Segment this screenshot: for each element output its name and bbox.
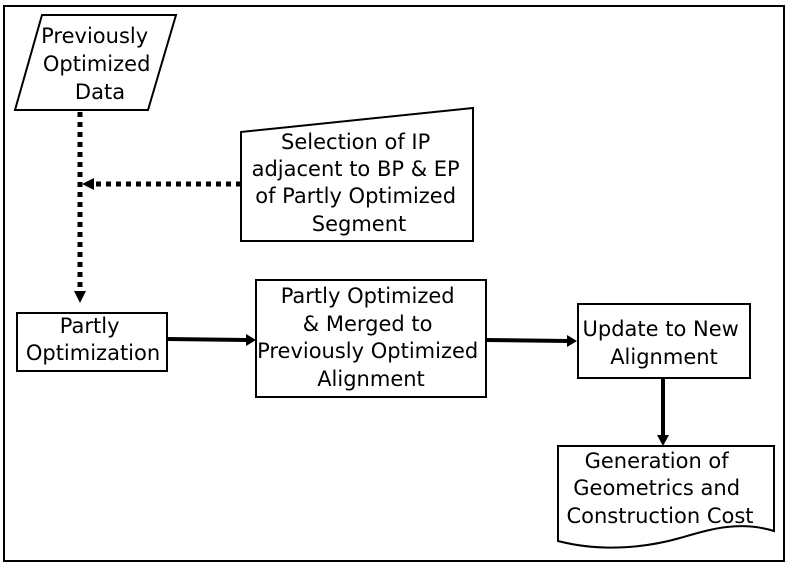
node-generation-of-geometrics: Generation of Geometrics and Constructio… (557, 445, 775, 549)
parallelogram-shape (13, 14, 178, 111)
node-label-line: Optimized (43, 52, 151, 76)
node-previously-optimized-data: Previously Optimized Data (13, 14, 178, 111)
node-label-line: Partly Optimized (281, 284, 455, 308)
manual-input-shape (240, 106, 474, 242)
document-shape (557, 445, 775, 549)
node-label-line: of Partly Optimized (255, 184, 456, 208)
edge-merged-to-update-arrowhead (567, 335, 577, 347)
node-label-line: Data (75, 80, 125, 104)
node-label-line: Alignment (317, 367, 425, 391)
node-selection-of-ip: Selection of IP adjacent to BP & EP of P… (240, 106, 474, 242)
node-label-line: Update to New (583, 317, 739, 341)
process-shape (16, 312, 168, 372)
edge-partly-to-merged (166, 337, 248, 342)
node-label-line: Alignment (610, 345, 718, 369)
edge-merged-to-update (485, 338, 569, 343)
node-label-line: Previously Optimized (257, 339, 478, 363)
node-partly-optimized-merged: Partly Optimized & Merged to Previously … (255, 279, 487, 398)
svg-text:Generation of Geometrics: Generation of Geometrics and Constructio… (566, 449, 753, 528)
node-label-line: Construction Cost (566, 504, 753, 528)
svg-text:Partly Optimization: Partly Optimization (26, 314, 160, 365)
edge-partly-to-merged-arrowhead (246, 334, 256, 346)
process-shape (255, 279, 487, 398)
node-label-line: Selection of IP (281, 130, 430, 154)
process-shape (577, 303, 751, 379)
node-label-line: Generation of (585, 449, 730, 473)
svg-text:Partly Optimized & Merge: Partly Optimized & Merged to Previously … (257, 284, 485, 391)
node-update-to-new-alignment: Update to New Alignment (577, 303, 751, 379)
node-label-line: & Merged to (303, 312, 433, 336)
svg-text:Previously Optimized: Previously Optimized Data (41, 24, 157, 104)
edge-update-to-generation-arrowhead (657, 435, 669, 446)
node-label-line: Segment (312, 212, 407, 236)
node-label-line: Optimization (26, 341, 160, 365)
node-partly-optimization: Partly Optimization (16, 312, 168, 372)
node-label-line: Previously (41, 24, 148, 48)
svg-text:Selection of IP adjacent: Selection of IP adjacent to BP & EP of P… (252, 130, 467, 236)
node-label-line: adjacent to BP & EP (252, 157, 460, 181)
edge-selection-arrowhead (82, 178, 94, 190)
svg-text:Update to New Alignment: Update to New Alignment (583, 317, 746, 369)
node-label-line: Partly (60, 314, 120, 338)
node-label-line: Geometrics and (573, 476, 740, 500)
